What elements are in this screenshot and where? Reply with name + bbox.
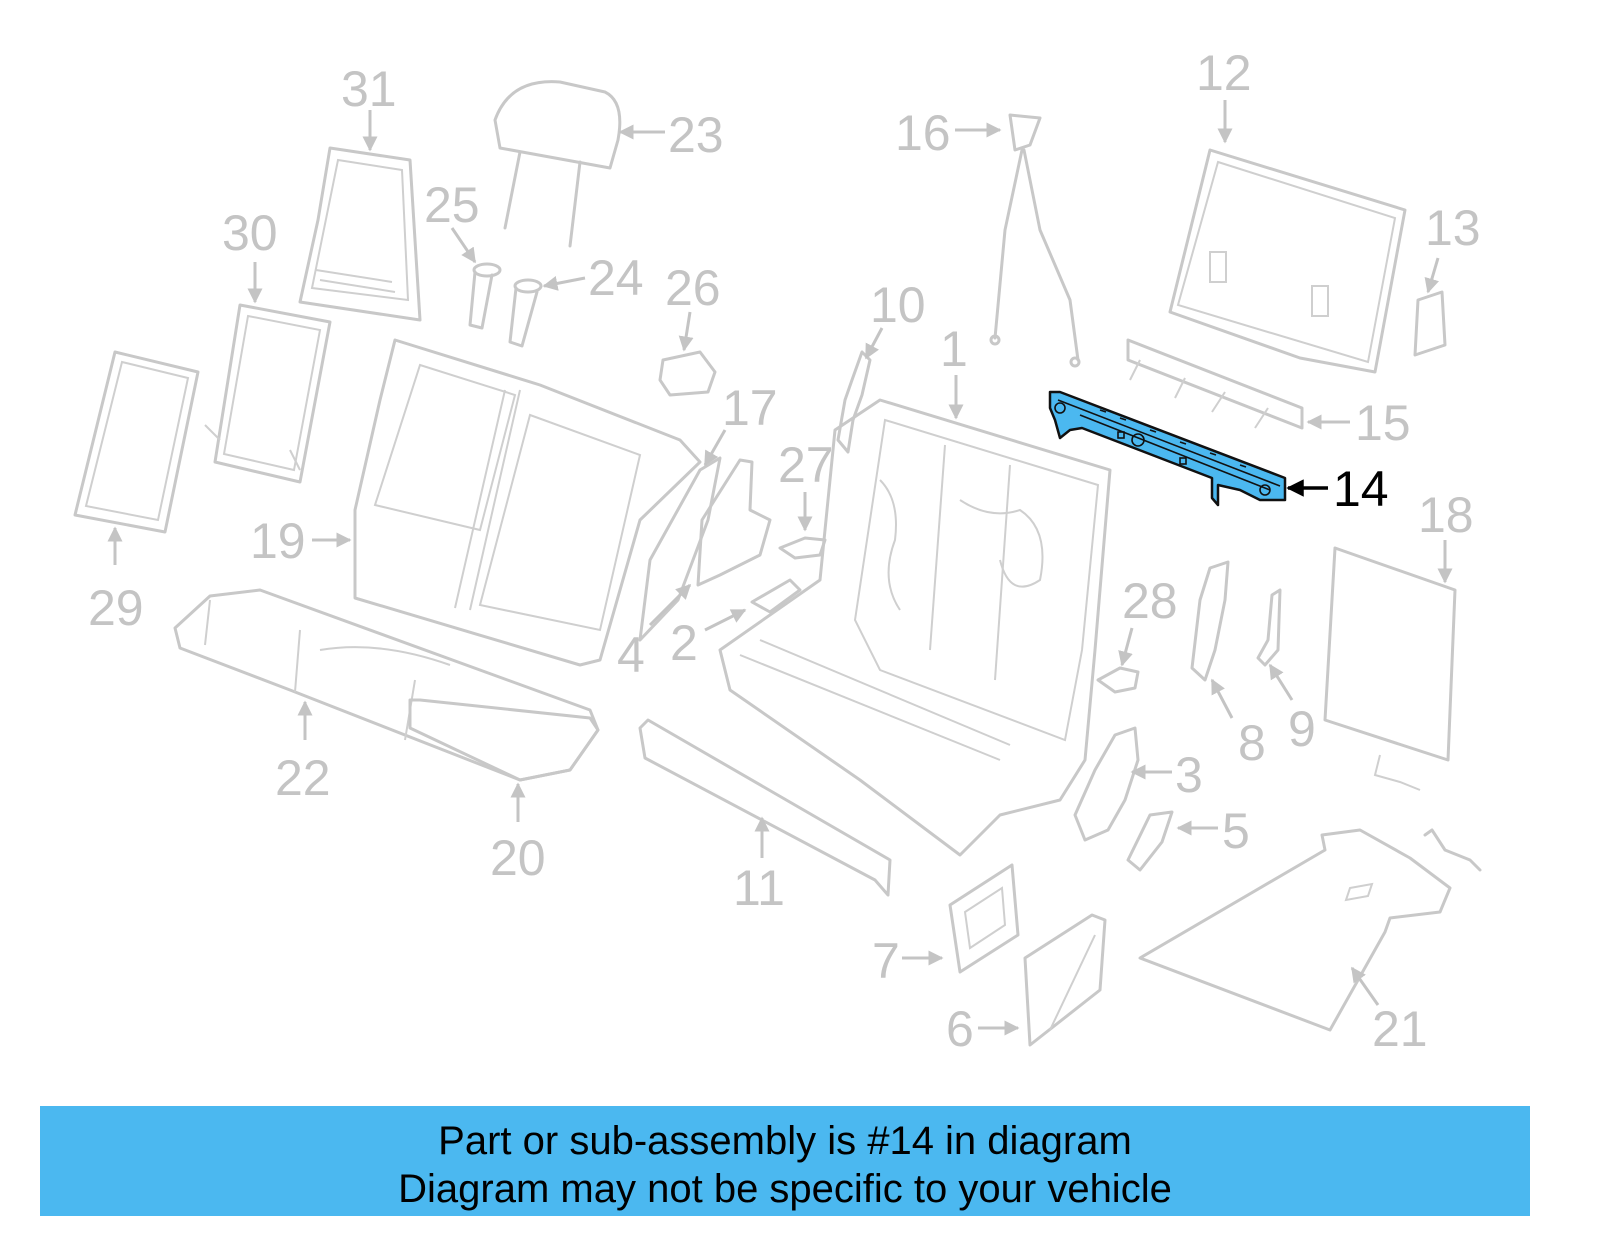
callout-4: 4 — [617, 627, 645, 683]
callout-13: 13 — [1425, 200, 1481, 256]
part-4-bracket — [696, 458, 772, 587]
callout-11: 11 — [733, 860, 785, 916]
part-3-side-cover — [1073, 726, 1140, 842]
banner-part-note: Part or sub-assembly is #14 in diagram — [438, 1119, 1132, 1163]
part-24-guide — [508, 278, 543, 348]
part-17-side-trim — [638, 456, 722, 642]
callout-18: 18 — [1418, 487, 1474, 543]
part-8-trim — [1190, 560, 1230, 682]
callout-15: 15 — [1355, 395, 1411, 451]
callout-10: 10 — [870, 277, 926, 333]
part-5-trim — [1126, 810, 1174, 872]
part-15-rail — [1126, 338, 1304, 430]
callout-6: 6 — [946, 1001, 974, 1057]
banner-disclaimer: Diagram may not be specific to your vehi… — [398, 1167, 1172, 1211]
callout-8: 8 — [1238, 715, 1266, 771]
info-banner: Part or sub-assembly is #14 in diagram D… — [40, 1106, 1530, 1216]
part-6-cover — [1023, 913, 1107, 1047]
callout-9: 9 — [1288, 701, 1316, 757]
part-25-guide — [468, 262, 502, 330]
part-9-trim — [1256, 588, 1282, 667]
part-12-back-panel — [1168, 148, 1407, 374]
callout-17: 17 — [722, 380, 778, 436]
callout-3: 3 — [1175, 747, 1203, 803]
callout-20: 20 — [490, 830, 546, 886]
part-26-bracket — [658, 350, 717, 397]
part-13-bracket — [1413, 290, 1447, 357]
part-18-panel — [1323, 546, 1457, 791]
callout-2: 2 — [670, 615, 698, 671]
part-10-strap — [836, 350, 872, 454]
callout-28: 28 — [1122, 573, 1178, 629]
callout-29: 29 — [88, 580, 144, 636]
part-14-bracket-highlighted — [1048, 390, 1287, 507]
callout-19: 19 — [250, 513, 306, 569]
parts-diagram: 31 30 29 23 25 24 26 19 17 10 1 27 — [73, 45, 1482, 1057]
part-21-floor-panel — [1138, 828, 1482, 1032]
part-28-clip — [1096, 666, 1140, 694]
callout-12: 12 — [1196, 45, 1252, 101]
part-11-rail — [638, 718, 892, 897]
callouts: 31 30 29 23 25 24 26 19 17 10 1 27 — [88, 45, 1481, 1057]
callout-1: 1 — [940, 321, 968, 377]
callout-25: 25 — [424, 177, 480, 233]
part-23-headrest — [493, 80, 622, 248]
callout-22: 22 — [275, 750, 331, 806]
callout-16: 16 — [895, 105, 951, 161]
callout-14: 14 — [1333, 461, 1389, 517]
part-20-cushion — [408, 698, 600, 782]
part-2-clip — [750, 578, 802, 614]
callout-31: 31 — [341, 61, 397, 117]
callout-30: 30 — [222, 205, 278, 261]
callout-24: 24 — [588, 250, 644, 306]
part-22-cushion — [173, 588, 600, 782]
part-16-cable — [989, 113, 1081, 368]
callout-23: 23 — [668, 107, 724, 163]
callout-7: 7 — [872, 933, 900, 989]
part-7-panel — [948, 863, 1020, 974]
callout-5: 5 — [1222, 803, 1250, 859]
part-19-seat-back — [353, 338, 702, 667]
part-27-clip — [778, 536, 827, 560]
part-30-panel — [204, 303, 332, 484]
callout-26: 26 — [665, 260, 721, 316]
callout-27: 27 — [778, 437, 834, 493]
callout-21: 21 — [1372, 1001, 1428, 1057]
part-29-panel — [73, 350, 200, 534]
part-31-back-panel — [298, 146, 422, 322]
part-1-seat-frame — [718, 398, 1112, 857]
